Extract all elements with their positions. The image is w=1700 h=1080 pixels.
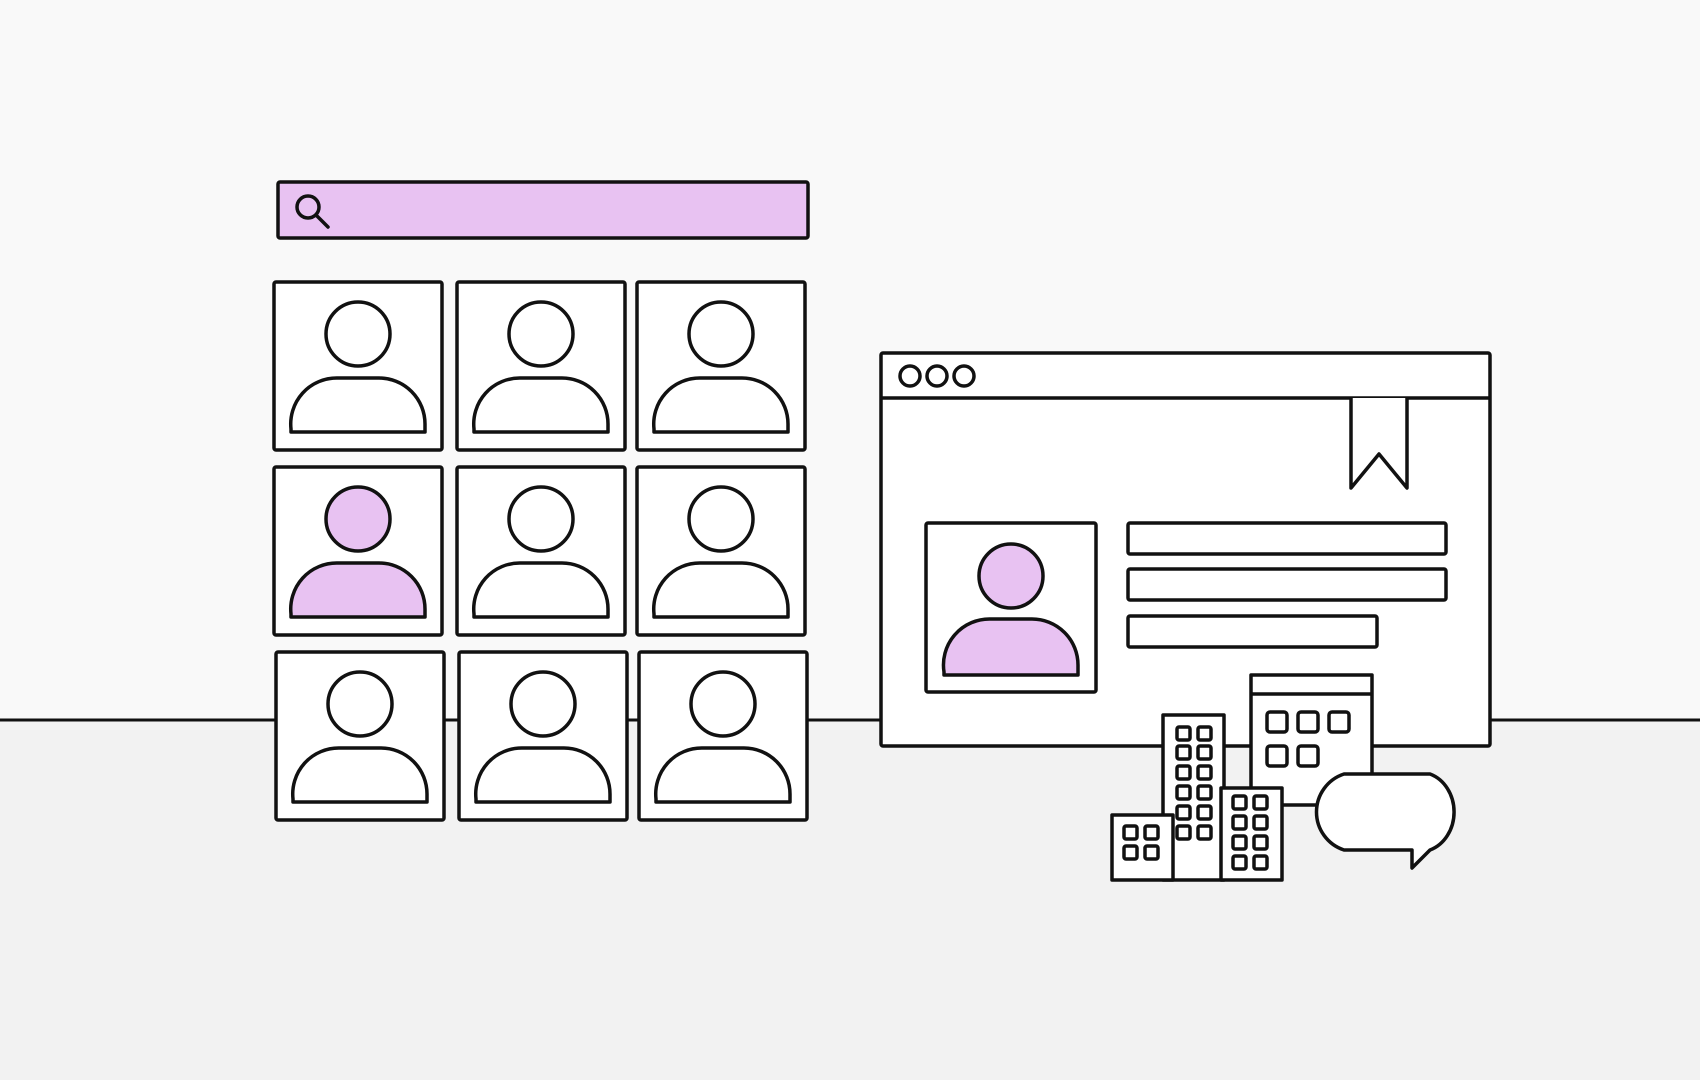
search-icon bbox=[295, 194, 330, 229]
building-icon bbox=[1110, 813, 1175, 882]
profile-card[interactable] bbox=[455, 465, 627, 637]
profile-card[interactable] bbox=[457, 650, 629, 822]
text-line bbox=[1126, 521, 1448, 556]
user-icon bbox=[653, 670, 792, 804]
background-bottom bbox=[0, 720, 1700, 1080]
profile-card[interactable] bbox=[272, 465, 444, 637]
buildings-group bbox=[1110, 673, 1374, 882]
profile-card[interactable] bbox=[635, 280, 807, 452]
building-icon bbox=[1249, 673, 1374, 807]
text-line bbox=[1126, 614, 1379, 649]
profile-card[interactable] bbox=[637, 650, 809, 822]
window-control-dot[interactable] bbox=[898, 364, 922, 388]
profile-card[interactable] bbox=[455, 280, 627, 452]
user-icon bbox=[471, 300, 610, 434]
user-icon bbox=[288, 485, 427, 619]
profile-card[interactable] bbox=[635, 465, 807, 637]
window-control-dot[interactable] bbox=[925, 364, 949, 388]
profile-text-lines bbox=[1126, 521, 1448, 649]
speech-bubble-icon bbox=[1314, 772, 1456, 870]
window-controls[interactable] bbox=[898, 364, 976, 388]
building-icon bbox=[1219, 786, 1284, 882]
search-input[interactable] bbox=[276, 180, 810, 240]
profile-card[interactable] bbox=[272, 280, 444, 452]
user-icon bbox=[651, 485, 790, 619]
window-control-dot[interactable] bbox=[952, 364, 976, 388]
browser-window bbox=[879, 351, 1492, 748]
profile-card[interactable] bbox=[274, 650, 446, 822]
user-icon bbox=[941, 542, 1080, 677]
user-icon bbox=[290, 670, 429, 804]
user-icon bbox=[471, 485, 610, 619]
user-icon bbox=[651, 300, 790, 434]
profile-grid bbox=[272, 280, 809, 822]
text-line bbox=[1126, 567, 1448, 602]
profile-card-featured[interactable] bbox=[924, 521, 1098, 694]
bookmark-icon[interactable] bbox=[1349, 398, 1409, 490]
search-bar[interactable] bbox=[276, 180, 810, 240]
user-icon bbox=[473, 670, 612, 804]
user-icon bbox=[288, 300, 427, 434]
